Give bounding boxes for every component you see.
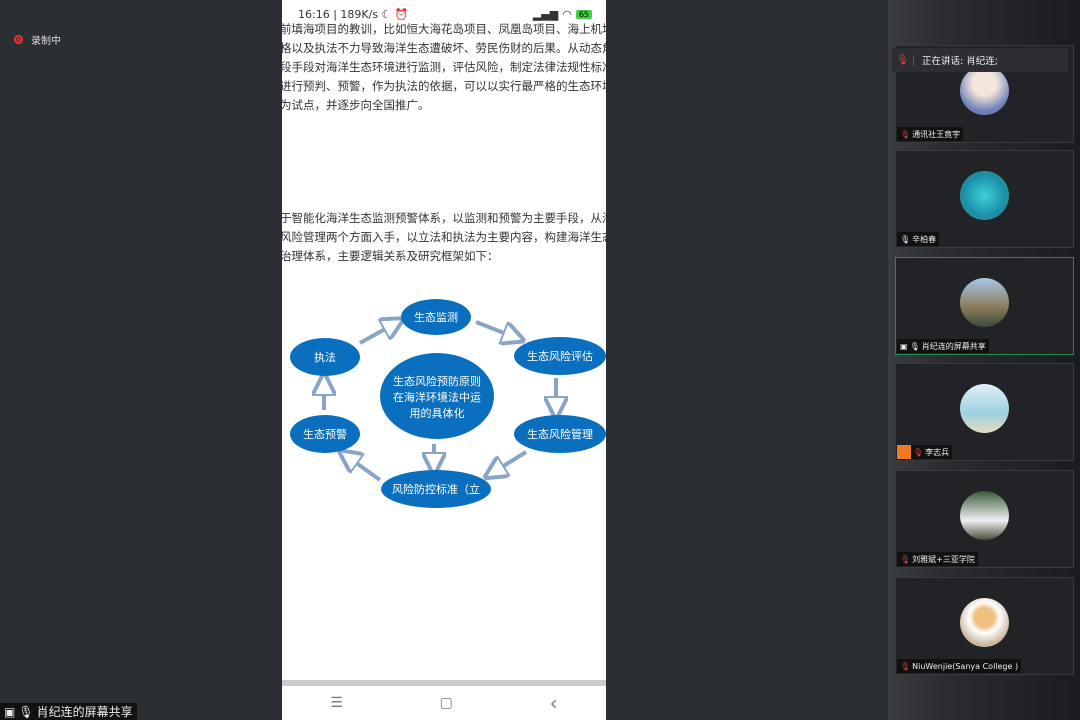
- svg-text:生态预警: 生态预警: [303, 427, 347, 441]
- svg-text:执法: 执法: [314, 350, 336, 364]
- menu-button[interactable]: ☰: [330, 695, 343, 711]
- signal-icon: ▂▄▆: [532, 7, 559, 21]
- mic-icon: 🎙: [18, 704, 34, 719]
- muted-mic-icon: 🎙: [900, 554, 911, 564]
- svg-text:风险防控标准（立: 风险防控标准（立: [392, 482, 480, 496]
- node-center: [380, 353, 494, 439]
- battery-icon: 65: [575, 9, 592, 19]
- svg-text:生态风险管理: 生态风险管理: [527, 427, 593, 441]
- muted-mic-icon: 🎙: [900, 129, 911, 139]
- home-button[interactable]: ▢: [439, 695, 453, 711]
- participant-tile[interactable]: 🎙辛柏春: [895, 150, 1074, 248]
- muted-mic-icon: 🎙: [913, 447, 924, 457]
- avatar: [960, 66, 1009, 115]
- mic-icon: 🎙: [909, 341, 920, 351]
- screen-share-label: ▣🎙肖纪连的屏幕共享: [0, 703, 137, 720]
- svg-text:生态风险评估: 生态风险评估: [527, 349, 593, 363]
- record-icon: [14, 35, 23, 44]
- participant-tile[interactable]: ▣🎙肖纪连的屏幕共享: [895, 257, 1074, 355]
- node-warn: [290, 415, 360, 453]
- participant-tile[interactable]: 🎙刘雅斌+三亚学院: [895, 470, 1074, 568]
- svg-text:在海洋环境法中运: 在海洋环境法中运: [393, 390, 481, 404]
- participant-tile[interactable]: 🎙NiuWenjie(Sanya College ): [895, 577, 1074, 675]
- screen-share-icon: ▣: [4, 704, 16, 719]
- screen-share-icon: ▣: [900, 341, 908, 351]
- recording-indicator[interactable]: 录制中: [14, 32, 61, 47]
- speaking-indicator: 🎙正在讲话: 肖纪连;: [892, 48, 1068, 72]
- node-standard: [381, 470, 491, 508]
- avatar: [960, 491, 1009, 540]
- svg-text:生态监测: 生态监测: [414, 310, 458, 324]
- node-monitor: [401, 299, 471, 335]
- avatar: [960, 384, 1009, 433]
- framework-diagram: 生态监测 生态风险评估 生态风险管理 风险防控标准（立 生态预警 执法 生态风险…: [290, 299, 606, 508]
- paragraph-2: 于智能化海洋生态监测预警体系，以监测和预警为主要手段，从海洋生风险管理两个方面入…: [282, 211, 606, 263]
- svg-text:生态风险预防原则: 生态风险预防原则: [393, 374, 481, 388]
- avatar: [960, 171, 1009, 220]
- avatar: [960, 278, 1009, 327]
- svg-text:用的具体化: 用的具体化: [410, 406, 465, 420]
- node-enforce: [290, 338, 360, 376]
- shared-phone-screen: 16:16 | 189K/s ☾ ⏰ ▂▄▆◠65 前填海项目的教训，比如恒大海…: [282, 0, 606, 720]
- phone-status-bar: 16:16 | 189K/s ☾ ⏰ ▂▄▆◠65: [282, 0, 606, 28]
- user-icon: [897, 445, 911, 459]
- wifi-icon: ◠: [562, 7, 572, 21]
- node-manage: [514, 415, 606, 453]
- phone-nav-bar: ☰ ▢ ‹: [282, 680, 606, 720]
- avatar: [960, 598, 1009, 647]
- node-assess: [514, 337, 606, 375]
- participant-tile[interactable]: 🎙李志兵: [895, 363, 1074, 461]
- muted-mic-icon: 🎙: [892, 54, 914, 66]
- back-button[interactable]: ‹: [549, 691, 558, 715]
- muted-mic-icon: 🎙: [900, 661, 911, 671]
- mic-icon: 🎙: [900, 234, 911, 244]
- paragraph-1: 前填海项目的教训，比如恒大海花岛项目、凤凰岛项目、海上机场项目格以及执法不力导致…: [282, 22, 606, 112]
